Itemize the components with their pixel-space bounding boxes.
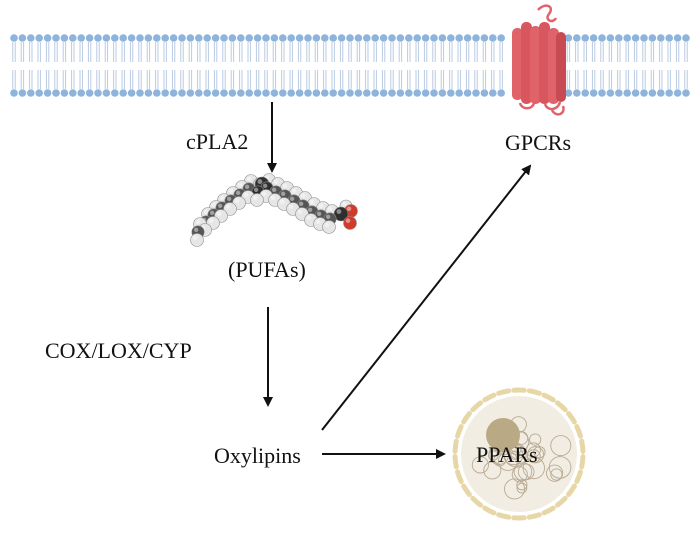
pufas-label: (PUFAs) <box>228 257 306 282</box>
nucleus-icon <box>452 387 586 521</box>
enzymes-label: COX/LOX/CYP <box>45 338 192 363</box>
ppars-label: PPARs <box>476 442 538 467</box>
oxylipins-label: Oxylipins <box>214 443 301 468</box>
pufa-molecule-icon <box>190 173 358 247</box>
arrow-to-gpcrs <box>321 164 532 431</box>
gpcrs-label: GPCRs <box>505 130 572 155</box>
cpla2-label: cPLA2 <box>186 129 249 154</box>
membrane-icon <box>10 34 690 97</box>
gpcr-receptor-icon <box>512 4 566 116</box>
